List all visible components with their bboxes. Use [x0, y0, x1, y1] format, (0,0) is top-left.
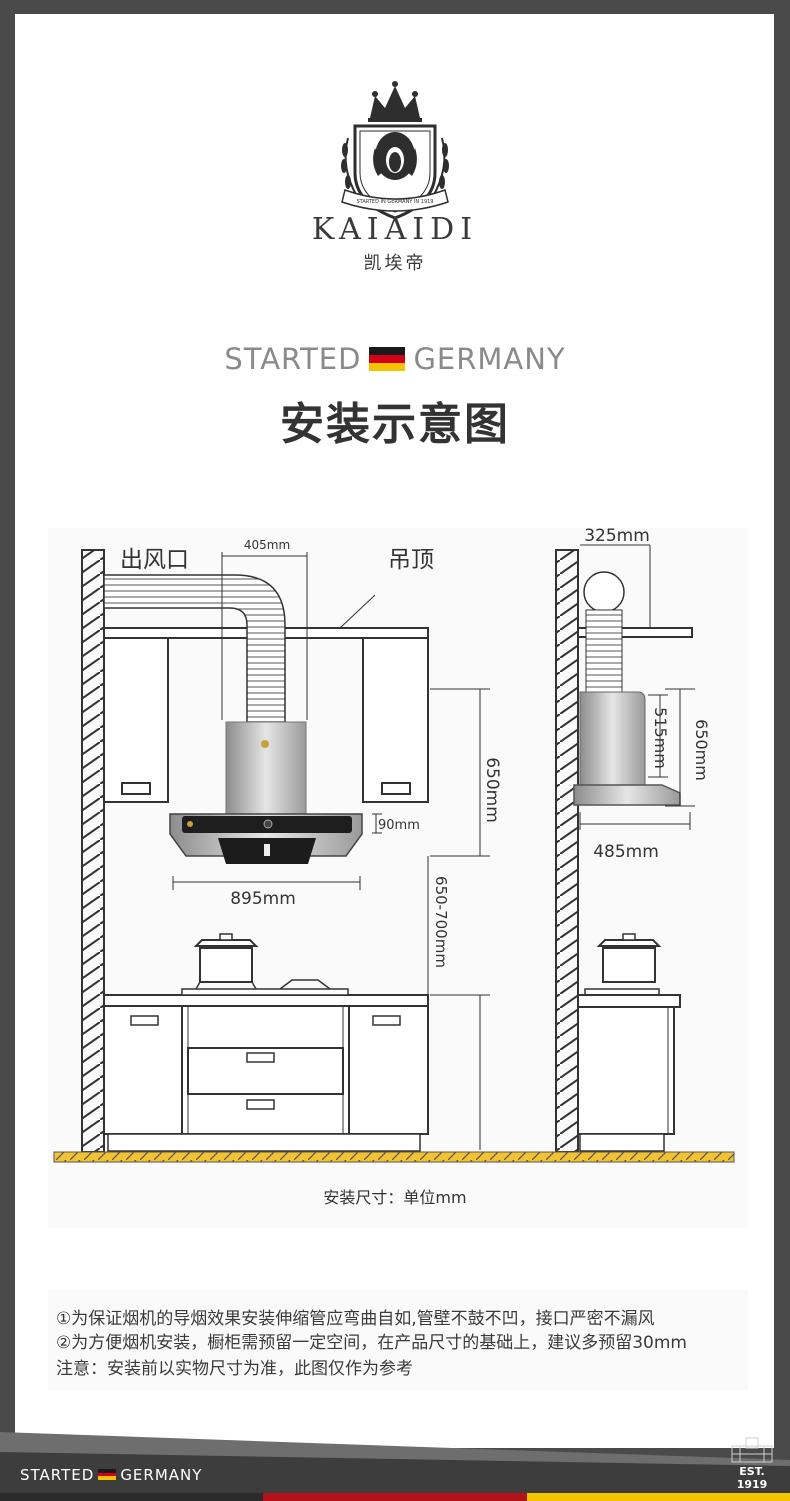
- note-2: ②为方便烟机安装，橱柜需预留一定空间，在产品尺寸的基础上，建议多预留30mm: [56, 1333, 687, 1353]
- castle-icon: [731, 1437, 773, 1463]
- started-label: STARTED: [224, 342, 362, 376]
- footer-germany-label: GERMANY: [120, 1466, 203, 1484]
- side-total-height-label: 650mm: [692, 719, 711, 781]
- side-countertop: [577, 994, 681, 1008]
- side-view: [555, 544, 695, 1153]
- side-bottom-depth-label: 485mm: [593, 842, 659, 862]
- side-wall: [555, 549, 579, 1153]
- pot-icon: [193, 933, 259, 990]
- germany-label: GERMANY: [413, 342, 566, 376]
- duct-outlet-icon: [583, 571, 625, 613]
- installation-notes: ①为保证烟机的导烟效果安装伸缩管应弯曲自如,管壁不鼓不凹，接口严密不漏风 ②为方…: [48, 1290, 748, 1390]
- side-pot-icon: [596, 933, 662, 983]
- german-flag-icon: [369, 347, 406, 371]
- outlet-label: 出风口: [120, 547, 189, 573]
- footer-stripe-gold: [527, 1493, 790, 1501]
- footer-started-label: STARTED: [20, 1466, 95, 1484]
- gas-stove: [181, 988, 349, 996]
- front-view: [81, 549, 490, 1153]
- lower-cabinet: [103, 1005, 429, 1135]
- duct-offset-label: 405mm: [244, 538, 290, 552]
- footer-band: [0, 1432, 790, 1501]
- hood-to-stove-label: 650-700mm: [432, 876, 450, 968]
- brand-name-cn: 凯埃帝: [363, 253, 427, 274]
- note-3: 注意：安装前以实物尺寸为准，此图仅作为参考: [56, 1359, 413, 1379]
- side-lower-cabinet: [577, 1006, 675, 1135]
- footer-stripe-black: [0, 1493, 263, 1501]
- page-title: 安装示意图: [280, 399, 510, 450]
- note-1: ①为保证烟机的导烟效果安装伸缩管应弯曲自如,管壁不鼓不凹，接口严密不漏风: [56, 1309, 655, 1329]
- hood-chimney: [225, 721, 307, 815]
- panel-height-label: 90mm: [378, 818, 420, 833]
- side-hood-chimney: [579, 691, 646, 786]
- kaiaidi-lion-crest-logo: STARTED IN GERMANY IN 1919: [341, 81, 449, 220]
- brand-name: KAIAIDI: [311, 212, 479, 247]
- footer-stripe-red: [263, 1493, 527, 1501]
- upper-cabinet-left: [103, 637, 169, 803]
- front-wall: [81, 549, 105, 1153]
- countertop: [103, 994, 429, 1007]
- est-year: EST. 1919: [736, 1465, 768, 1491]
- side-hood-body: [573, 784, 681, 806]
- side-body-height-label: 515mm: [651, 707, 670, 769]
- cabinet-to-hood-label: 650mm: [482, 757, 502, 823]
- ceiling-label: 吊顶: [388, 547, 434, 573]
- side-duct: [585, 609, 623, 693]
- svg-text:STARTED IN GERMANY IN 1919: STARTED IN GERMANY IN 1919: [357, 199, 434, 205]
- brand-wordmark: KAIAIDI 凯埃帝: [280, 212, 510, 275]
- upper-cabinet-right: [362, 637, 429, 803]
- footer-started-germany: STARTED GERMANY: [20, 1466, 202, 1484]
- footer-flag-icon: [98, 1469, 117, 1480]
- side-ceiling: [577, 627, 693, 638]
- unit-note: 安装尺寸：单位mm: [323, 1188, 466, 1207]
- side-top-depth-label: 325mm: [584, 526, 650, 546]
- floor: [53, 1151, 735, 1163]
- started-germany-banner: STARTED GERMANY: [0, 342, 790, 376]
- hood-width-label: 895mm: [230, 889, 296, 909]
